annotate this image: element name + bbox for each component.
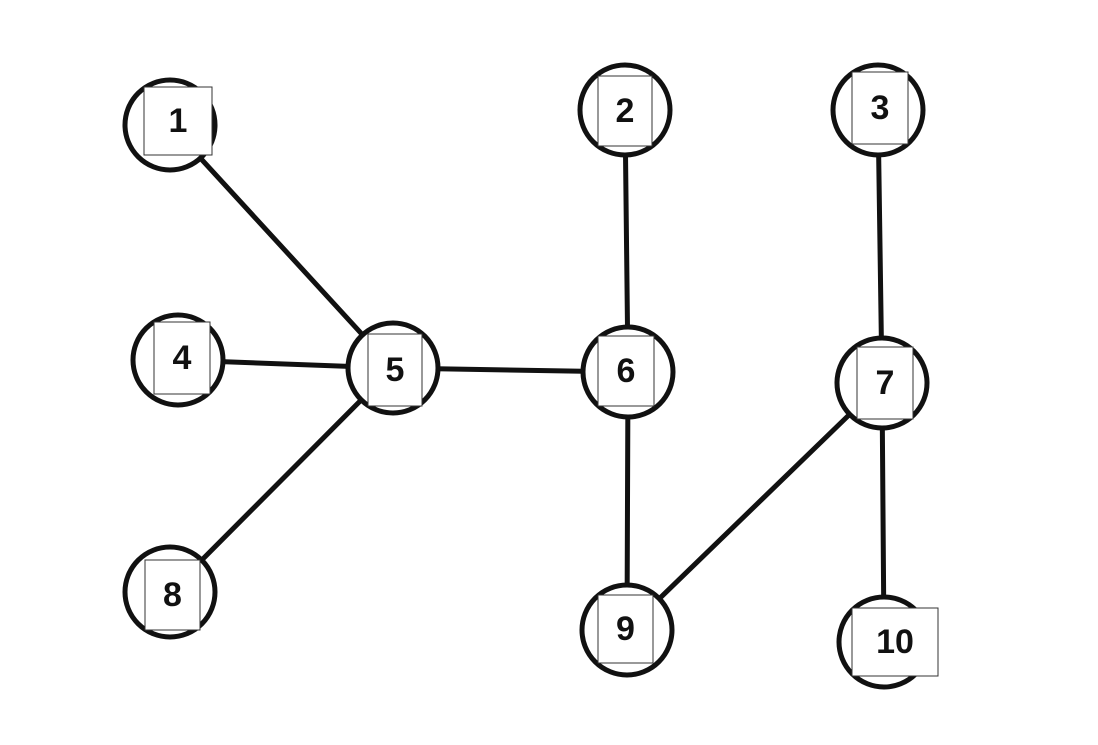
node-5: 5 [345, 320, 441, 416]
node-label-box [597, 75, 653, 147]
node-label: 9 [616, 610, 635, 648]
node-label-box [856, 346, 914, 420]
node-label-box [143, 86, 213, 156]
node-label: 6 [617, 352, 636, 390]
node-label-box [851, 607, 939, 677]
node-7: 7 [834, 335, 930, 431]
node-label-box [367, 333, 423, 407]
nodes-layer: 1 2 3 4 5 6 7 8 9 10 [122, 62, 939, 690]
node-label: 7 [876, 364, 895, 402]
edge-1-5 [167, 122, 396, 371]
edges-layer [167, 107, 887, 645]
node-3: 3 [830, 62, 926, 158]
node-label-box [144, 559, 201, 631]
node-1: 1 [122, 77, 218, 173]
node-label-box [153, 321, 211, 395]
node-label: 4 [173, 339, 192, 377]
node-label-box [597, 594, 654, 664]
node-label-box [851, 71, 909, 145]
node-label-box [597, 335, 655, 407]
node-label: 10 [876, 623, 914, 661]
node-2: 2 [577, 62, 673, 158]
node-4: 4 [130, 312, 226, 408]
node-9: 9 [579, 582, 675, 678]
node-label: 1 [169, 102, 188, 140]
node-8: 8 [122, 544, 218, 640]
node-label: 8 [163, 576, 182, 614]
node-label: 2 [616, 92, 635, 130]
edge-8-5 [167, 365, 396, 595]
node-label: 5 [386, 351, 405, 389]
node-10: 10 [836, 594, 939, 690]
edge-9-7 [624, 380, 885, 633]
node-label: 3 [871, 89, 890, 127]
node-6: 6 [580, 324, 676, 420]
